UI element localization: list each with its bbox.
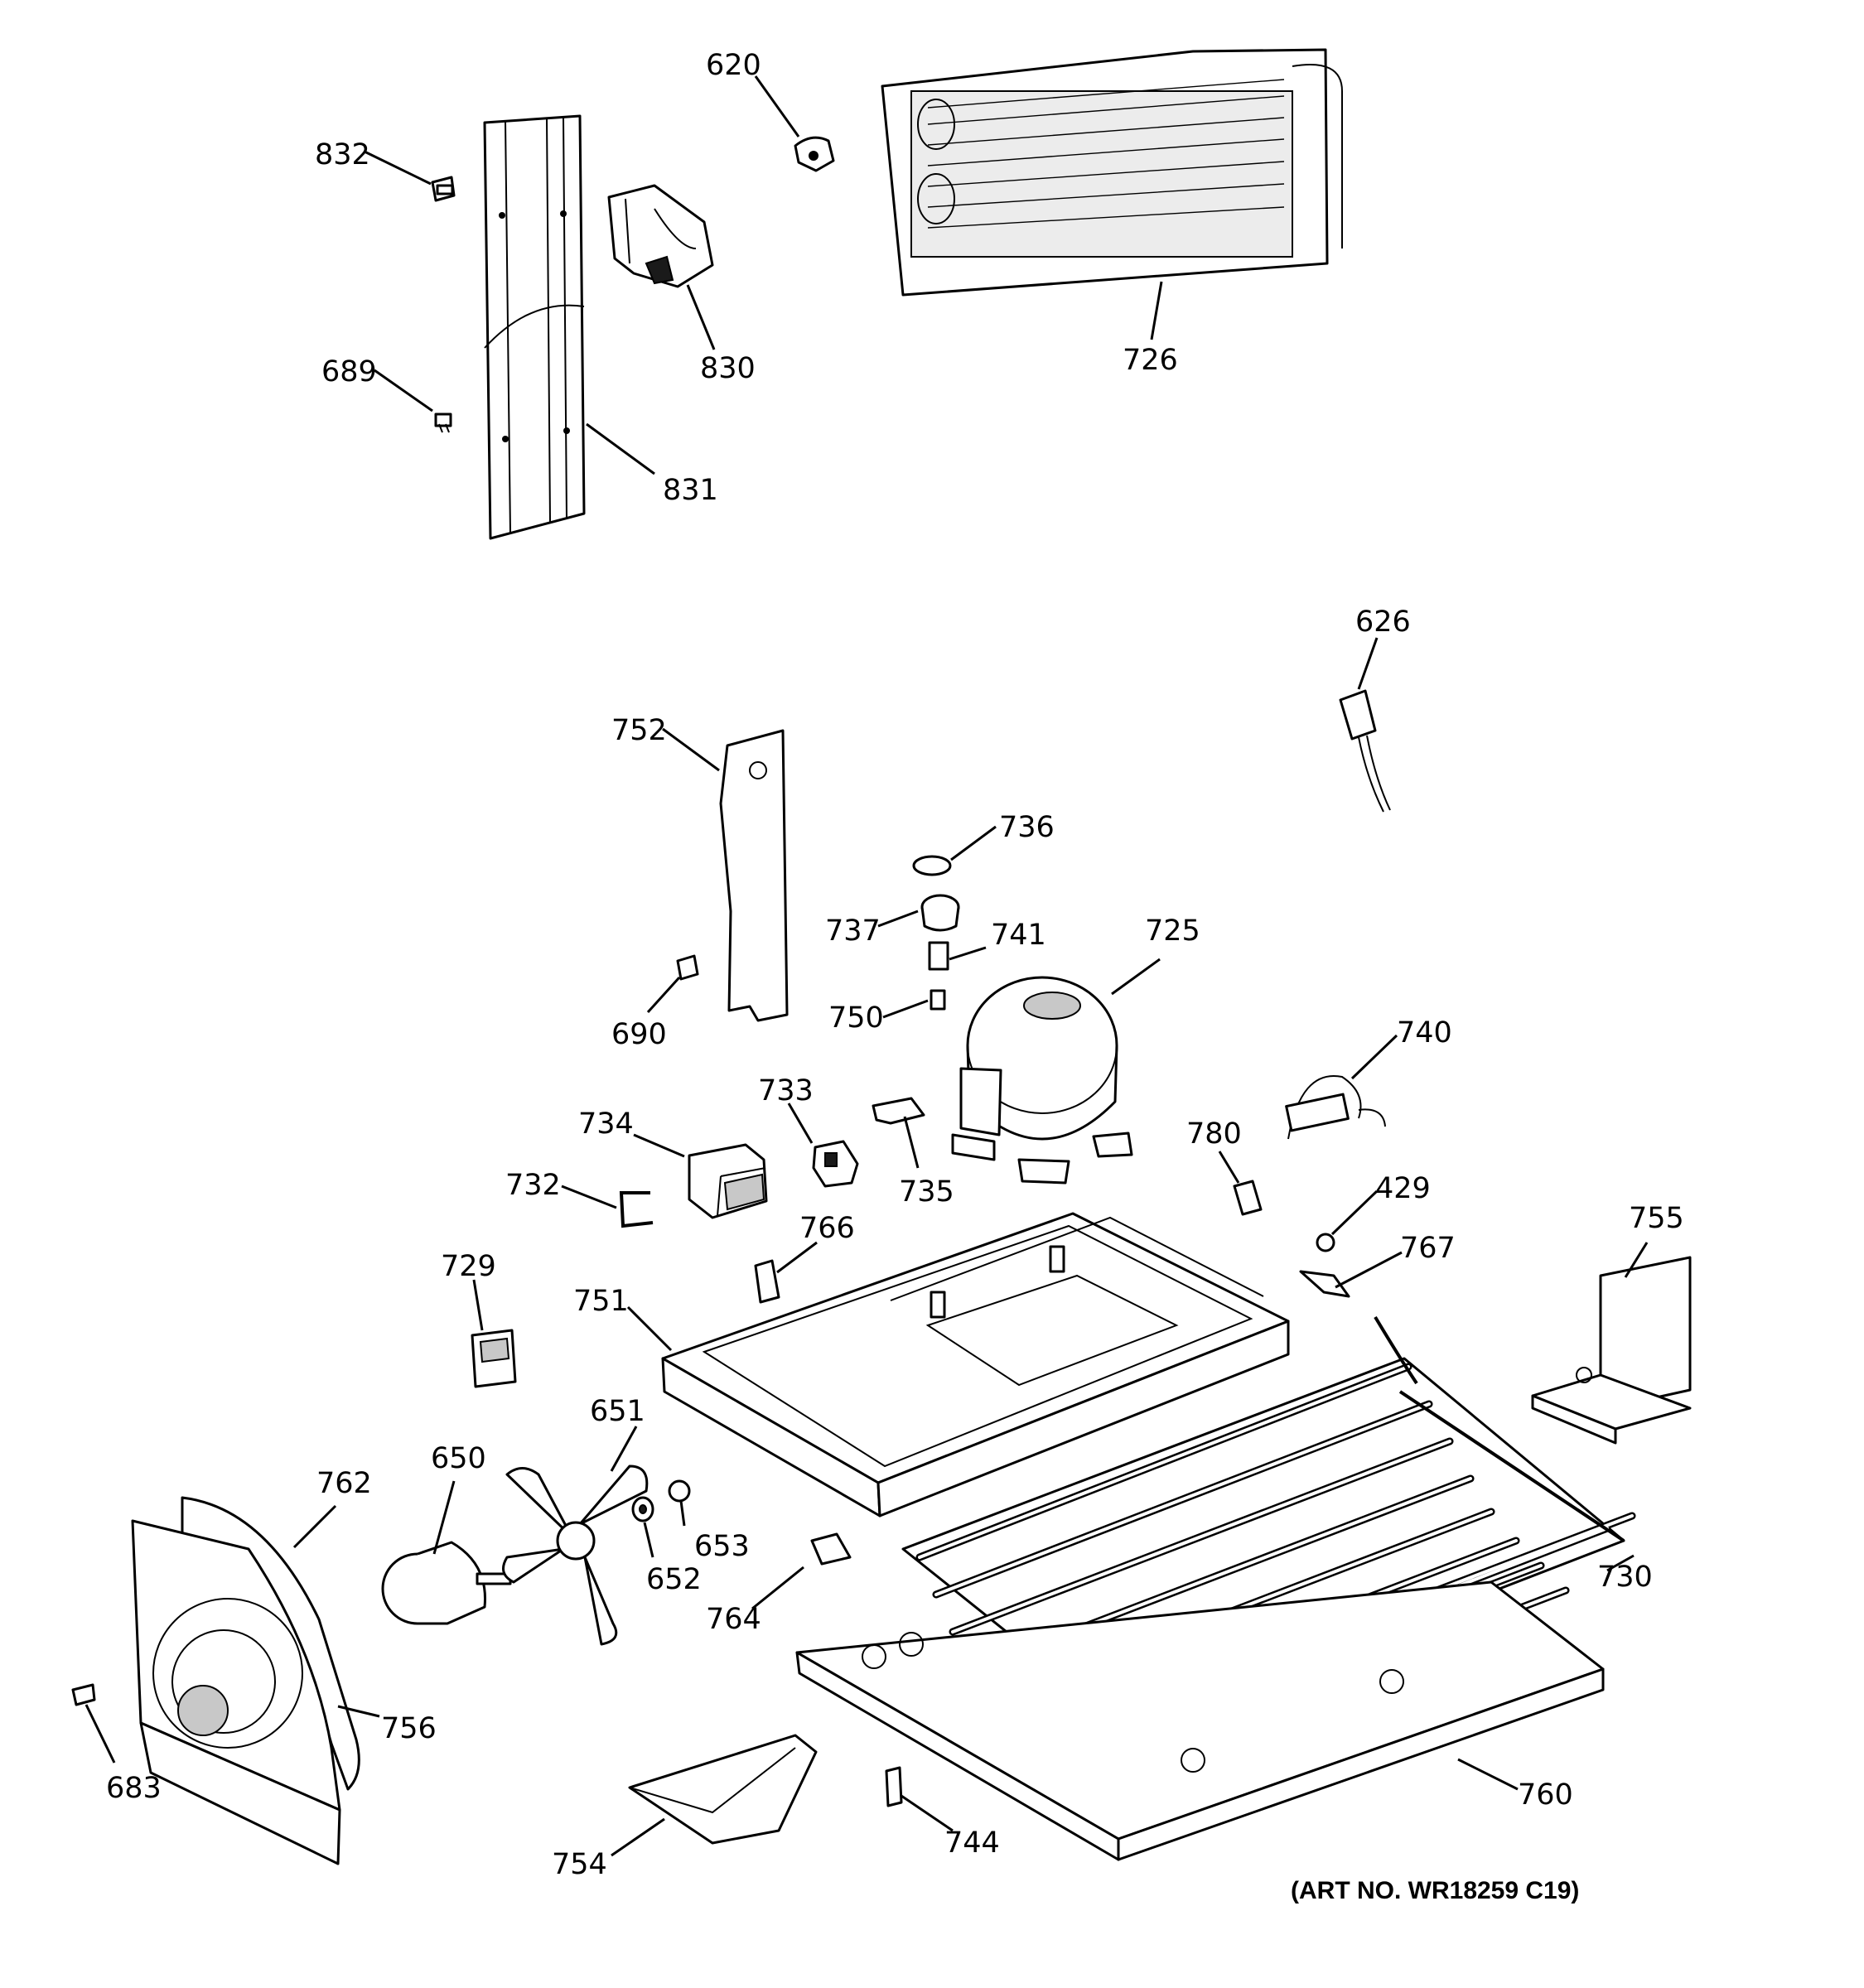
callout-751: 751	[573, 1285, 629, 1318]
part-750-screw	[930, 989, 946, 1011]
callout-651: 651	[590, 1395, 645, 1428]
part-831-channel	[483, 114, 586, 540]
callout-754: 754	[552, 1848, 607, 1881]
part-626-power-cord	[1339, 689, 1391, 813]
part-744-clip	[885, 1766, 903, 1807]
callout-620: 620	[706, 49, 761, 82]
callout-732: 732	[505, 1169, 561, 1202]
callout-830: 830	[700, 352, 756, 385]
callout-736: 736	[999, 811, 1055, 844]
callout-653: 653	[694, 1530, 750, 1563]
part-754-funnel	[628, 1734, 818, 1845]
part-620-clip	[794, 136, 835, 172]
callout-733: 733	[758, 1074, 814, 1107]
callout-750: 750	[828, 1001, 884, 1035]
callout-652: 652	[646, 1563, 702, 1596]
callout-689: 689	[321, 355, 377, 388]
callout-730: 730	[1597, 1561, 1653, 1594]
callout-744: 744	[944, 1826, 1000, 1860]
callout-683: 683	[106, 1772, 162, 1805]
callout-741: 741	[991, 919, 1046, 952]
art-number: (ART NO. WR18259 C19)	[1291, 1877, 1579, 1904]
callout-767: 767	[1400, 1232, 1456, 1265]
part-429-screw	[1316, 1233, 1335, 1252]
callout-762: 762	[316, 1467, 372, 1500]
part-752-bracket	[719, 729, 789, 1022]
callout-752: 752	[611, 714, 667, 747]
callout-766: 766	[799, 1212, 855, 1245]
part-683-screw	[71, 1683, 96, 1706]
part-755-baffle	[1531, 1256, 1692, 1445]
part-740-heater	[1285, 1074, 1386, 1140]
callout-760: 760	[1518, 1778, 1573, 1812]
callout-labels: 832 689 831 830 620 726 626 752 690 736 …	[106, 49, 1684, 1881]
part-652-washer	[631, 1496, 654, 1522]
part-741-sleeve	[928, 941, 949, 971]
callout-735: 735	[899, 1175, 954, 1209]
part-651-fan-blade	[502, 1464, 649, 1646]
callout-734: 734	[578, 1107, 634, 1141]
part-832-screw	[431, 176, 456, 202]
part-736-clip	[912, 855, 952, 876]
part-766-clip	[754, 1259, 780, 1304]
part-733-relay	[812, 1140, 859, 1188]
part-732-clip	[619, 1191, 654, 1228]
callout-737: 737	[825, 914, 881, 948]
callout-626: 626	[1355, 606, 1411, 639]
callout-740: 740	[1397, 1016, 1452, 1049]
callout-780: 780	[1186, 1117, 1242, 1151]
callout-831: 831	[663, 474, 718, 507]
part-764-clip	[810, 1532, 852, 1566]
part-737-grommet	[920, 894, 960, 932]
callout-650: 650	[431, 1442, 486, 1475]
part-653-nut	[668, 1479, 691, 1503]
part-650-fan-motor	[381, 1541, 512, 1625]
callout-429: 429	[1375, 1172, 1431, 1205]
part-756-fan-housing	[131, 1519, 341, 1865]
part-690-screw	[676, 954, 699, 981]
part-767-clip	[1299, 1270, 1350, 1298]
callout-764: 764	[706, 1603, 761, 1636]
callout-726: 726	[1123, 344, 1178, 377]
leader-lines	[85, 75, 1649, 1857]
callout-756: 756	[381, 1712, 437, 1745]
callout-755: 755	[1629, 1202, 1684, 1235]
part-751-base-tray	[661, 1212, 1290, 1518]
part-830-housing	[607, 184, 714, 288]
callout-690: 690	[611, 1018, 667, 1051]
part-780-clip	[1233, 1180, 1263, 1216]
part-689-screw	[434, 413, 452, 433]
part-729-box	[471, 1329, 517, 1388]
callout-832: 832	[315, 138, 370, 171]
part-734-cover	[688, 1143, 768, 1219]
part-726-evaporator	[881, 48, 1343, 297]
part-735-cover	[872, 1097, 925, 1125]
callout-729: 729	[441, 1250, 496, 1283]
callout-725: 725	[1145, 914, 1200, 948]
part-725-compressor	[951, 976, 1133, 1185]
part-760-drain-pan	[795, 1580, 1605, 1861]
